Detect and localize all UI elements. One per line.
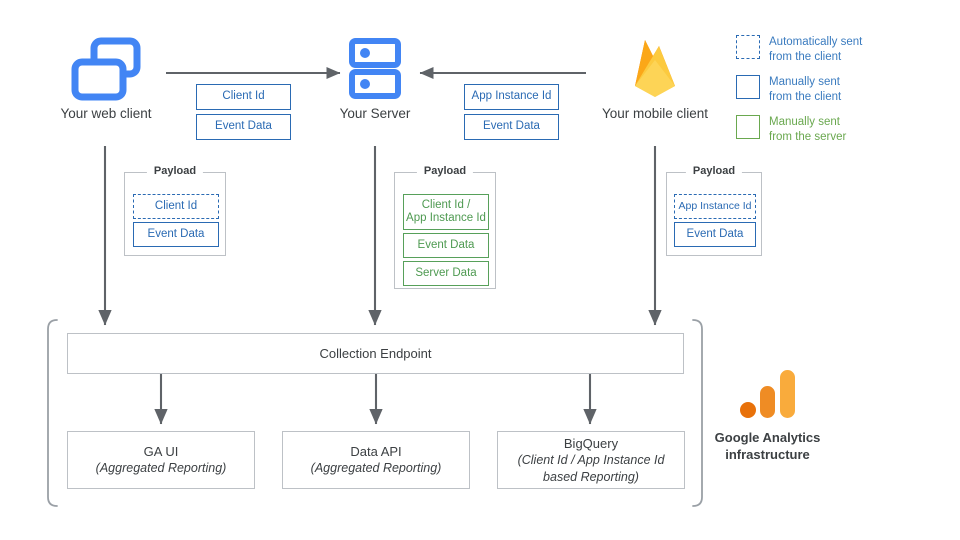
output-title: GA UI [143, 444, 179, 460]
payload-title: Payload [146, 165, 204, 177]
payload-title: Payload [416, 165, 474, 177]
legend-line1: Automatically sent [769, 36, 863, 48]
node-label-mobile-client: Your mobile client [601, 106, 709, 121]
payload-server: Payload Client Id / App Instance Id Even… [394, 165, 496, 289]
transit-field-event-data: Event Data [196, 114, 291, 140]
legend-item-automatically-sent-from-client: Automatically sent from the client [736, 35, 862, 65]
ga-caption-line1: Google Analytics [714, 430, 821, 445]
legend-line2: from the client [769, 51, 842, 64]
transit-field-event-data: Event Data [464, 114, 559, 140]
collection-endpoint-box: Collection Endpoint [67, 333, 684, 374]
ga-infrastructure-caption: Google Analytics infrastructure [700, 430, 835, 464]
payload-field-client-or-app-instance-id: Client Id / App Instance Id [403, 194, 489, 230]
node-mobile-client: Your mobile client [590, 34, 720, 134]
legend-swatch-solid-green [736, 115, 760, 139]
legend-label: Manually sent from the server [769, 115, 846, 145]
payload-field-event-data: Event Data [133, 222, 219, 247]
output-box-bigquery: BigQuery (Client Id / App Instance Id ba… [497, 431, 685, 489]
output-title: BigQuery [563, 435, 619, 451]
transit-field-client-id: Client Id [196, 84, 291, 110]
output-subtitle-line1: (Aggregated Reporting) [95, 461, 227, 476]
payload-field-app-instance-id: App Instance Id [674, 194, 756, 219]
legend-label: Manually sent from the client [769, 75, 841, 105]
server-icon [349, 38, 401, 99]
google-analytics-infrastructure: Google Analytics infrastructure [700, 368, 835, 464]
payload-field-line1: Client Id / [421, 198, 471, 211]
google-analytics-logo-icon [739, 370, 795, 418]
output-box-data-api: Data API (Aggregated Reporting) [282, 431, 470, 489]
payload-field-event-data: Event Data [674, 222, 756, 247]
output-subtitle-line1: (Client Id / App Instance Id [517, 453, 665, 468]
node-server: Your Server [330, 36, 420, 136]
legend-line2: from the client [769, 91, 842, 104]
payload-field-event-data: Event Data [403, 233, 489, 258]
infra-bracket-right [692, 319, 703, 507]
legend-item-manually-sent-from-server: Manually sent from the server [736, 115, 846, 145]
payload-field-server-data: Server Data [403, 261, 489, 286]
web-client-icon [71, 37, 141, 101]
legend-swatch-solid-blue [736, 75, 760, 99]
legend-swatch-dashed-blue [736, 35, 760, 59]
legend-line1: Manually sent [769, 116, 840, 128]
node-web-client: Your web client [60, 36, 152, 136]
ga-caption-line2: infrastructure [725, 446, 810, 462]
output-subtitle-line1: (Aggregated Reporting) [310, 461, 442, 476]
transit-mobile-to-server: App Instance Id Event Data [464, 84, 559, 140]
output-subtitle-line2: based Reporting) [543, 469, 639, 484]
payload-field-client-id: Client Id [133, 194, 219, 219]
node-label-server: Your Server [339, 106, 411, 121]
output-title: Data API [350, 444, 402, 460]
legend-line1: Manually sent [769, 76, 840, 88]
transit-web-to-server: Client Id Event Data [196, 84, 291, 140]
infra-bracket-left [47, 319, 58, 507]
payload-field-line2: App Instance Id [406, 212, 486, 224]
legend-line2: from the server [769, 131, 847, 144]
output-box-ga-ui: GA UI (Aggregated Reporting) [67, 431, 255, 489]
payload-mobile-client: Payload App Instance Id Event Data [666, 165, 762, 256]
payload-web-client: Payload Client Id Event Data [124, 165, 226, 256]
payload-title: Payload [685, 165, 743, 177]
collection-endpoint-label: Collection Endpoint [319, 345, 432, 361]
node-label-web-client: Your web client [60, 106, 152, 121]
transit-field-app-instance-id: App Instance Id [464, 84, 559, 110]
legend-label: Automatically sent from the client [769, 35, 862, 65]
firebase-icon [635, 40, 675, 97]
legend-item-manually-sent-from-client: Manually sent from the client [736, 75, 841, 105]
